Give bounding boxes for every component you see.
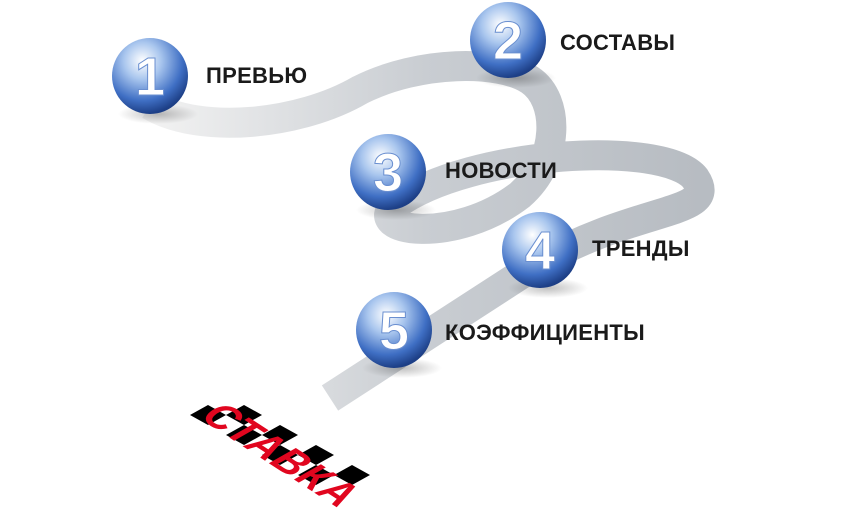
road-diagram: 1 2 3 4 5 [112, 2, 715, 485]
checkered-flag-icon [190, 405, 370, 485]
step-number: 3 [373, 143, 403, 203]
step-ball-4: 4 [502, 212, 588, 298]
step-label-3: НОВОСТИ [445, 158, 558, 183]
step-label-2: СОСТАВЫ [560, 30, 676, 55]
step-label-5: КОЭФФИЦИЕНТЫ [445, 320, 645, 345]
step-number: 5 [379, 301, 409, 361]
step-number: 4 [525, 221, 555, 281]
step-ball-1: 1 [112, 38, 198, 124]
step-label-1: ПРЕВЬЮ [206, 63, 308, 88]
step-ball-2: 2 [470, 2, 556, 88]
step-label-4: ТРЕНДЫ [592, 236, 690, 261]
step-ball-5: 5 [356, 292, 442, 378]
step-number: 1 [135, 47, 165, 107]
road-path [142, 51, 715, 411]
step-number: 2 [493, 11, 523, 71]
step-ball-3: 3 [350, 134, 436, 220]
